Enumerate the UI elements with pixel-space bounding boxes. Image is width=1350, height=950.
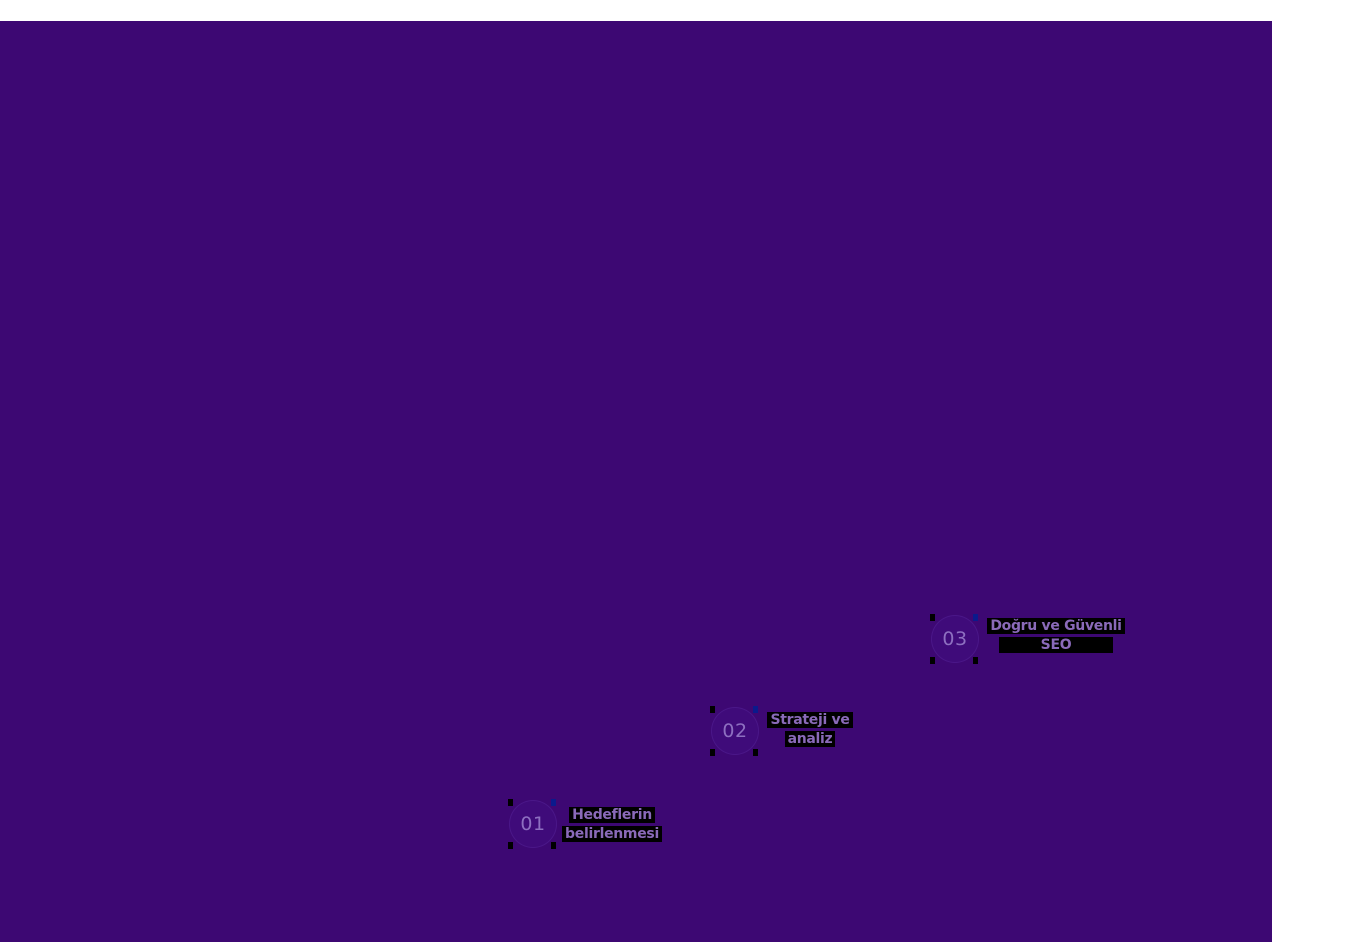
step-number-circle: 02 (711, 707, 759, 755)
step-number: 02 (722, 720, 748, 742)
step-label: Doğru ve Güvenli SEO (986, 617, 1126, 655)
step-number-circle: 01 (509, 800, 557, 848)
step-label-line1: Strateji ve (767, 712, 853, 728)
step-number-circle: 03 (931, 615, 979, 663)
step-label-line1: Hedeflerin (569, 807, 655, 823)
step-label-line2: belirlenmesi (562, 826, 662, 842)
corner-marker (930, 657, 935, 664)
corner-marker (930, 614, 935, 621)
corner-marker (973, 614, 978, 621)
corner-marker (508, 842, 513, 849)
step-label-line2: SEO (998, 637, 1114, 653)
process-section: 01 Hedeflerin belirlenmesi 02 Strateji v… (0, 21, 1272, 942)
corner-marker (508, 799, 513, 806)
step-number: 01 (520, 813, 546, 835)
corner-marker (710, 749, 715, 756)
step-label: Strateji ve analiz (766, 711, 854, 749)
corner-marker (753, 706, 758, 713)
step-label: Hedeflerin belirlenmesi (562, 806, 662, 844)
corner-marker (973, 657, 978, 664)
corner-marker (753, 749, 758, 756)
step-number: 03 (942, 628, 968, 650)
step-label-line2: analiz (784, 731, 836, 747)
corner-marker (551, 842, 556, 849)
corner-marker (710, 706, 715, 713)
corner-marker (551, 799, 556, 806)
step-label-line1: Doğru ve Güvenli (987, 618, 1125, 634)
